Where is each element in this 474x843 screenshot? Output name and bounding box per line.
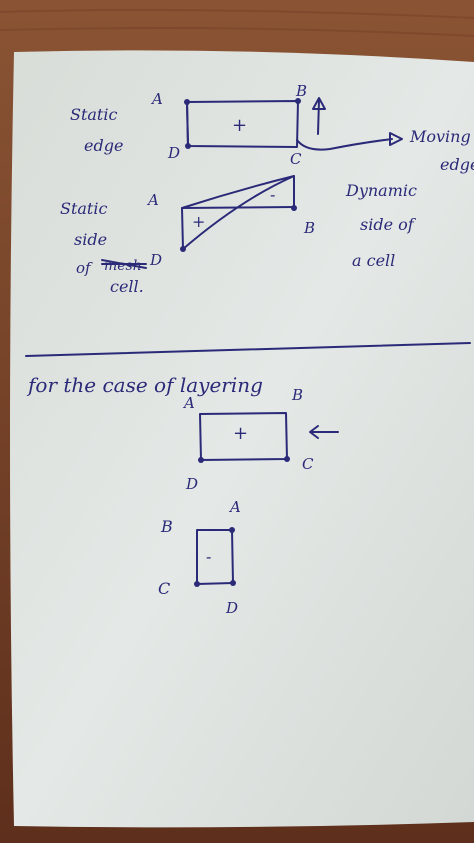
vertex-d [185, 143, 191, 149]
strike-through [101, 259, 147, 269]
vertex-b [295, 98, 301, 104]
corner-d-label-3: D [185, 475, 198, 493]
corner-b-label-2: B [303, 219, 315, 237]
corner-c-label-4: C [158, 579, 170, 598]
divider-line [25, 342, 471, 357]
up-arrow-shaft [317, 99, 320, 135]
minus-sign-2: - [270, 185, 275, 204]
up-arrow-head-icon [312, 97, 326, 110]
sketch-collapsed-cell: A B C D - [158, 498, 241, 617]
top-diagonal [181, 175, 295, 209]
corner-d-label: D [167, 144, 180, 162]
static-label: Static [70, 105, 117, 124]
corner-a-label-4: A [228, 498, 241, 516]
cell-label: cell. [110, 277, 144, 296]
corner-a-label: A [150, 90, 163, 108]
dynamic-label: Dynamic [345, 181, 417, 200]
plus-sign-2: + [192, 212, 205, 231]
vertex-c-3 [284, 456, 290, 462]
corner-a-label-2: A [146, 191, 159, 209]
left-arrow-head-icon [309, 425, 319, 439]
vertex-a-4 [229, 527, 235, 533]
side-label: side [74, 230, 107, 249]
moving-edge-label: edge [440, 155, 474, 174]
corner-d-label-2: D [149, 251, 162, 269]
corner-b-label-4: B [160, 517, 173, 536]
vertex-d-2 [180, 246, 186, 252]
vertex-b-2 [291, 205, 297, 211]
corner-b-label: B [295, 82, 307, 100]
wood-grain [0, 9, 474, 37]
a-cell-label: a cell [352, 251, 395, 270]
layering-heading: for the case of layering [26, 373, 263, 397]
corner-c-label-3: C [302, 455, 314, 473]
moving-edge-pointer [296, 138, 393, 151]
edge-label: edge [84, 136, 123, 155]
plus-sign: + [232, 115, 247, 136]
corner-c-label: C [290, 150, 302, 168]
vertex-d-3 [198, 457, 204, 463]
plus-sign-3: + [233, 423, 248, 444]
corner-d-label-4: D [225, 599, 238, 617]
paper-sheet [10, 50, 474, 828]
arrow-head-icon [389, 132, 403, 146]
sketch-static-moving-edge: Static edge A B C D + Moving edge [70, 82, 474, 174]
side-of-label: side of [360, 215, 417, 234]
sketch-static-dynamic-side: Static side of mesh cell. A B D + - Dyna… [60, 175, 417, 296]
vertex-c-4 [194, 581, 200, 587]
minus-sign-4: - [206, 547, 211, 566]
static-label-2: Static [60, 199, 107, 218]
vertex-a [184, 99, 190, 105]
corner-b-label-3: B [291, 386, 303, 404]
sketch-layering-cell: A B C D + [182, 386, 339, 493]
static-edge-line [186, 101, 189, 147]
moving-label: Moving [409, 127, 471, 146]
of-label: of [76, 259, 93, 277]
vertex-d-4 [230, 580, 236, 586]
corner-a-label-3: A [182, 394, 195, 412]
